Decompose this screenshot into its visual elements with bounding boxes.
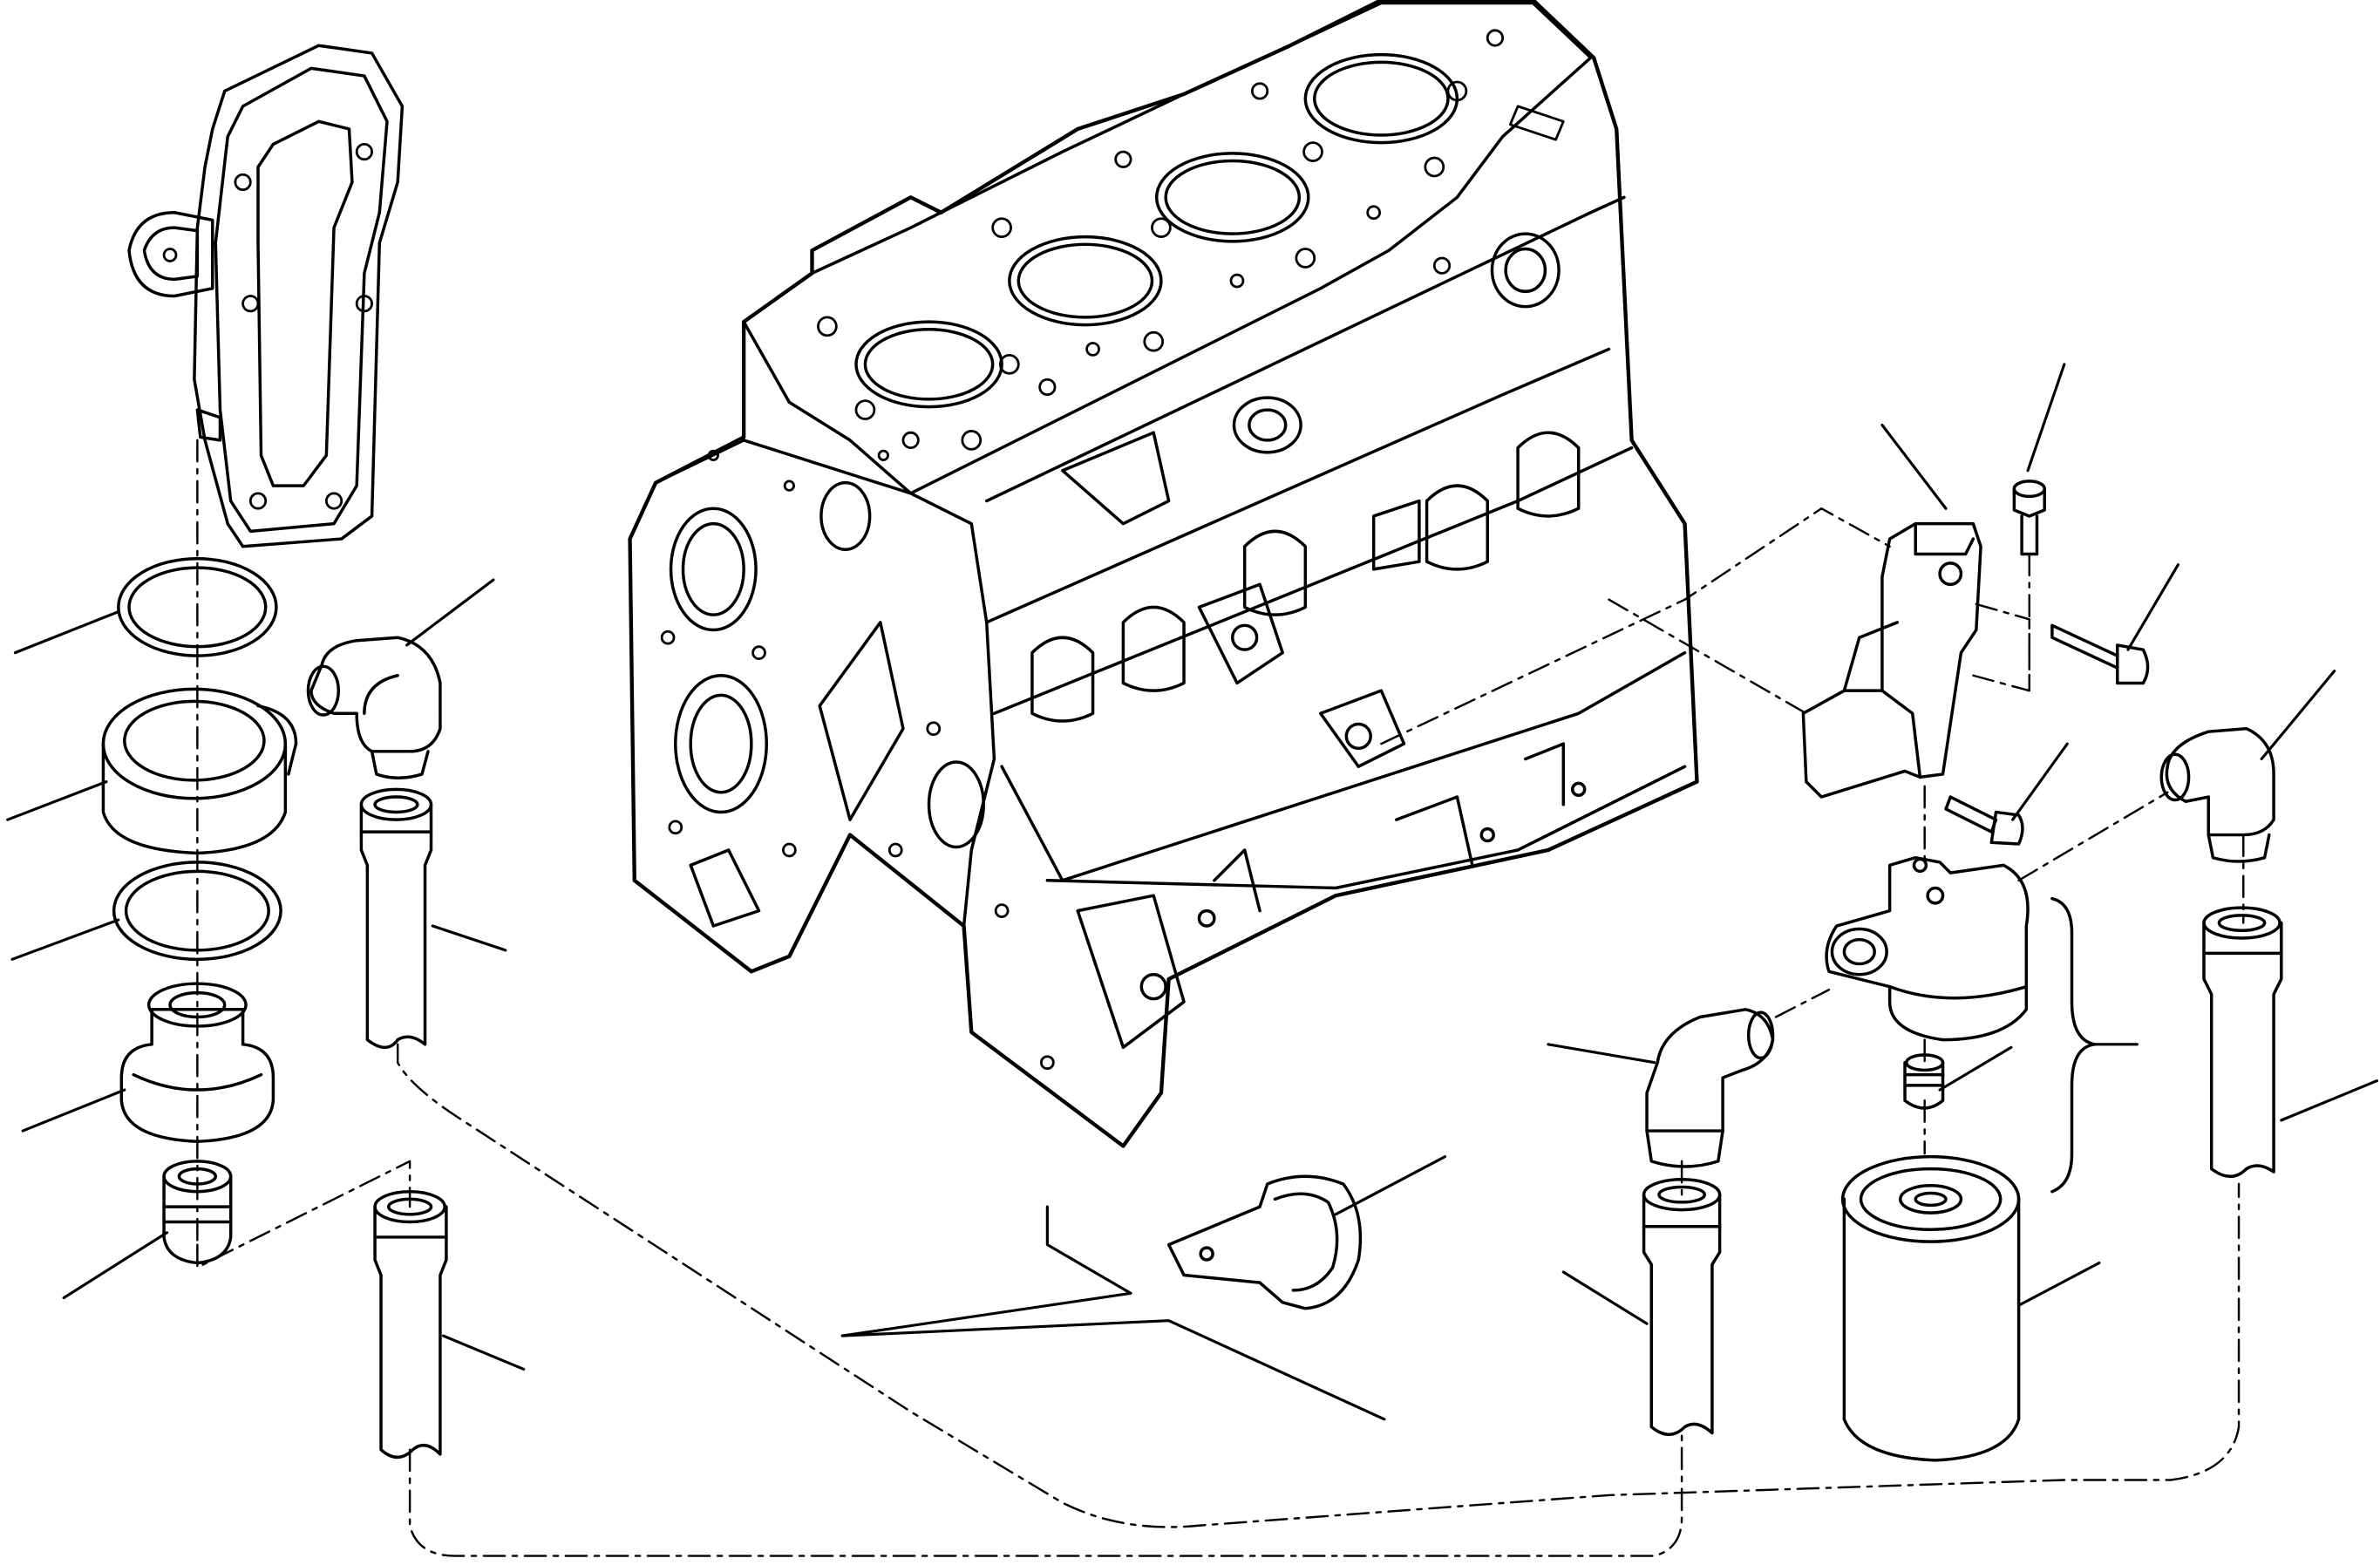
- filter-head: [1825, 855, 2030, 1042]
- bolt-bracket: [1944, 795, 2024, 846]
- oil-filter-cartridge: [1840, 1154, 2021, 1462]
- elbow-fitting-center: [1645, 1008, 1775, 1168]
- adapter-ring: [101, 687, 298, 855]
- group-brace: [2050, 896, 2097, 1194]
- leader-lines: [6, 363, 2379, 1421]
- hose-fitting-left-upper: [359, 787, 433, 1050]
- bolt-vertical: [2012, 480, 2046, 556]
- hose-fitting-right: [2202, 906, 2283, 1179]
- oil-cooler-cover: [127, 44, 405, 548]
- engine-block: [628, 0, 1699, 1148]
- hose-clamp: [1166, 1174, 1363, 1310]
- mounting-bracket: [1801, 521, 1982, 799]
- elbow-fitting-left: [306, 636, 442, 780]
- bolt-right: [2050, 623, 2150, 685]
- center-lines: [196, 439, 2245, 1557]
- hose-fitting-center: [1642, 1178, 1722, 1437]
- hose-fitting-left-lower: [373, 1189, 448, 1460]
- elbow-fitting-right: [2159, 726, 2275, 863]
